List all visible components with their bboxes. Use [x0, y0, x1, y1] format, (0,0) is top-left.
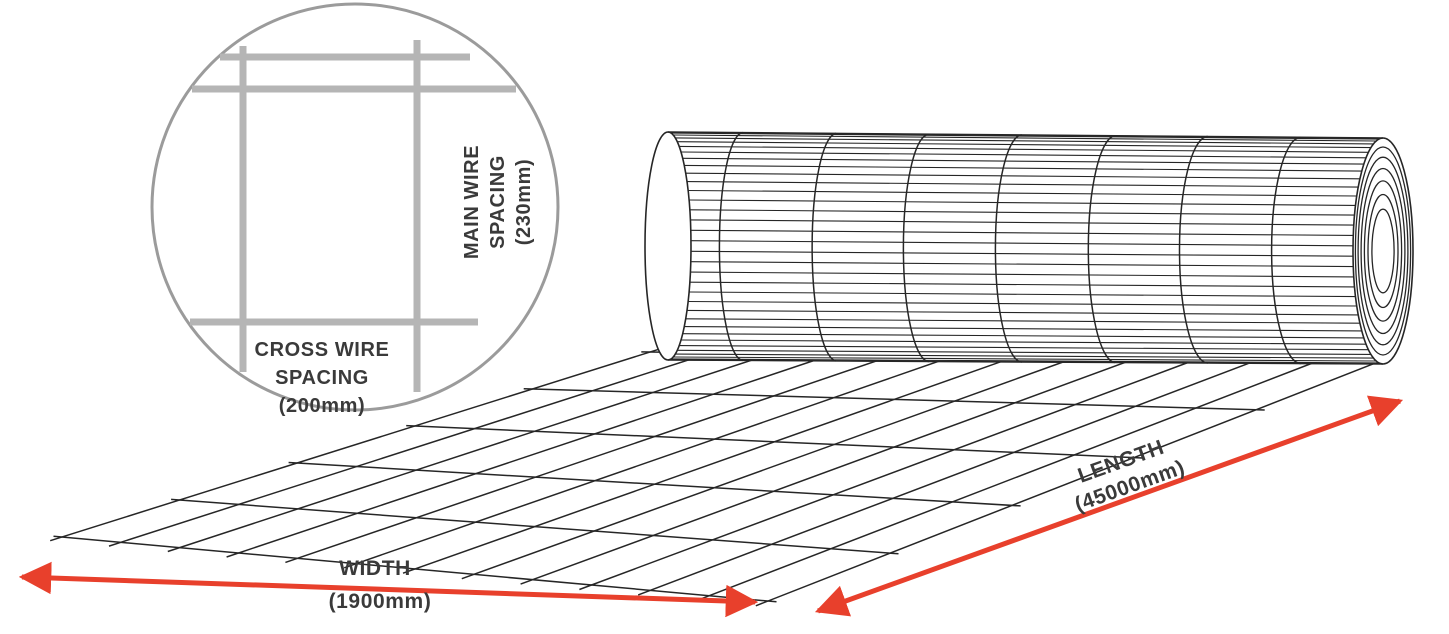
roll-wire-line [675, 137, 1374, 145]
roll-wire-line [679, 345, 1369, 351]
roll-hoop-line [994, 134, 1022, 363]
roll-wire-line [675, 353, 1374, 359]
mesh-main-wire-line [402, 352, 1027, 574]
roll-wire-line [685, 318, 1360, 324]
mesh-main-wire-line [696, 355, 1330, 602]
roll-hoop-line [902, 133, 930, 363]
svg-text:SPACING: SPACING [275, 367, 369, 389]
roll-wire-line [679, 145, 1369, 153]
mesh-main-wire-line [285, 350, 905, 564]
roll-hoop-line [1270, 136, 1301, 365]
roll-wire-line [682, 333, 1364, 339]
roll-top-edge [667, 131, 1384, 139]
width-dimension: WIDTH (1900mm) [18, 557, 759, 618]
roll-wire-line [688, 291, 1356, 298]
roll-hoop-line [1178, 135, 1208, 364]
roll-wire-line [680, 339, 1367, 345]
main-wire-spacing-label: MAIN WIRE SPACING (230mm) [461, 145, 535, 259]
mesh-main-wire-line [108, 348, 723, 547]
roll-body [668, 132, 1383, 364]
length-dimension: LENGTH (45000mm) [814, 395, 1404, 617]
width-arrow [18, 561, 759, 618]
roll-wire-line [690, 261, 1354, 268]
svg-text:(200mm): (200mm) [279, 395, 365, 417]
roll-end-ring [1354, 146, 1412, 356]
mesh-main-wire-line [49, 347, 663, 542]
mesh-main-wire-line [226, 349, 845, 558]
roll-wire-line [677, 349, 1371, 355]
inset-circle [150, 2, 560, 412]
svg-text:MAIN WIRE: MAIN WIRE [461, 145, 483, 259]
roll-wire-line [671, 358, 1379, 364]
roll-wire-line [686, 309, 1359, 316]
svg-text:(230mm): (230mm) [513, 159, 535, 245]
mesh-main-wire-line [343, 351, 966, 569]
length-arrow [814, 395, 1404, 617]
roll-wire-line [680, 151, 1367, 159]
roll-wire-line [689, 209, 1355, 216]
roll-wire-line [689, 281, 1355, 288]
roll-wire-line [688, 300, 1357, 307]
roll-hoop-line [1087, 135, 1116, 364]
roll-wire-line [677, 141, 1371, 149]
roll-wire-line [684, 326, 1362, 332]
roll-wire-line [686, 181, 1359, 188]
roll-wire-line [688, 189, 1357, 197]
wire-spacing-inset: MAIN WIRE SPACING (230mm) CROSS WIRE SPA… [150, 2, 560, 417]
roll-end-ring [1357, 156, 1409, 346]
roll-wire-line [684, 164, 1362, 172]
svg-text:CROSS WIRE: CROSS WIRE [255, 339, 390, 361]
roll-end-ring [1367, 193, 1399, 309]
inset-wires [190, 40, 516, 392]
width-value: (1900mm) [329, 590, 432, 613]
roll-wire-line [673, 134, 1377, 142]
mesh-main-wire-line [755, 356, 1391, 607]
roll-wire-line [690, 250, 1354, 257]
roll-bottom-edge [667, 359, 1384, 365]
roll-wire-line [673, 356, 1377, 362]
roll-end-ring [1360, 167, 1406, 335]
svg-text:SPACING: SPACING [487, 155, 509, 249]
roll-wire-line [682, 157, 1364, 165]
roll-wire-line [688, 199, 1356, 206]
cross-wire-spacing-label: CROSS WIRE SPACING (200mm) [255, 339, 390, 417]
roll-hoop-line [811, 132, 837, 362]
roll-wire-line [690, 271, 1354, 278]
roll-right-end [1352, 137, 1414, 365]
roll-wire-line [671, 132, 1379, 140]
roll-end-ring [1363, 180, 1403, 322]
mesh-roll [644, 131, 1414, 365]
roll-wire-line [690, 240, 1354, 247]
roll-wire-line [690, 229, 1354, 236]
roll-end-ring [1371, 208, 1395, 294]
roll-wire-line [690, 219, 1354, 226]
mesh-main-wire-line [461, 352, 1087, 580]
roll-hoop-line [718, 131, 744, 362]
width-label: WIDTH [339, 557, 411, 580]
roll-wire-line [685, 172, 1360, 180]
roll-left-end [644, 131, 692, 361]
mesh-main-wire-line [167, 349, 784, 553]
